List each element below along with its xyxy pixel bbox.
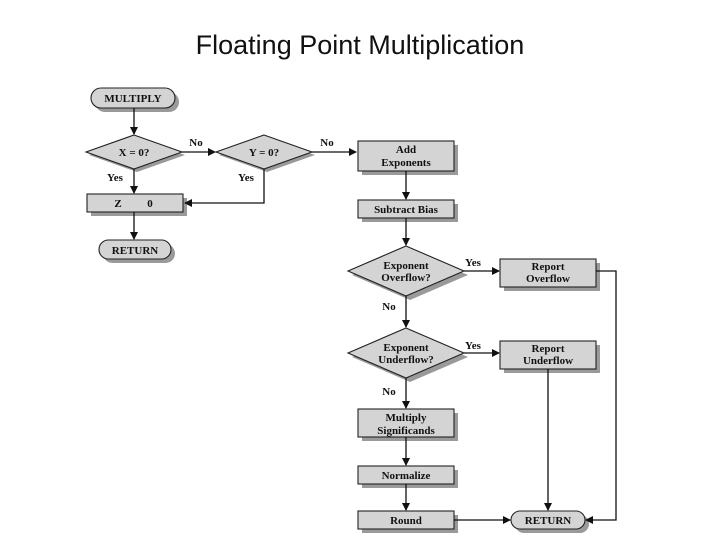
edge-label-y-no: No: [320, 137, 334, 149]
subtract-bias-box: Subtract Bias: [357, 199, 458, 222]
exponent-overflow-line-1: Exponent: [383, 260, 429, 272]
edge-label-x-yes: Yes: [107, 172, 124, 184]
report-overflow-line-2: Overflow: [526, 273, 570, 285]
add-exponents-box: Add Exponents: [357, 140, 458, 175]
normalize-box: Normalize: [357, 465, 458, 488]
add-exponents-line-1: Add: [396, 144, 416, 156]
return-left-label: RETURN: [112, 245, 159, 257]
exponent-underflow-decision: Exponent Underflow?: [346, 327, 468, 382]
report-overflow-box: Report Overflow: [499, 258, 600, 291]
edge-label-overflow-no: No: [382, 301, 396, 313]
multiply-significands-line-2: Significands: [377, 425, 435, 437]
report-underflow-box: Report Underflow: [499, 340, 600, 373]
round-box: Round: [357, 510, 458, 533]
edge-label-overflow-yes: Yes: [465, 257, 482, 269]
connectors: [130, 108, 617, 524]
report-underflow-line-1: Report: [532, 343, 565, 355]
y-zero-label: Y = 0?: [249, 147, 279, 159]
multiply-label: MULTIPLY: [104, 93, 161, 105]
edge-label-x-no: No: [189, 137, 203, 149]
multiply-significands-line-1: Multiply: [386, 412, 427, 424]
exponent-underflow-line-1: Exponent: [383, 342, 429, 354]
return-left-node: RETURN: [98, 239, 175, 263]
arrow-overflow-report-to-return: [585, 270, 617, 524]
zero-value-label: 0: [147, 198, 153, 210]
edge-labels: No No Yes Yes Yes No Yes No: [107, 137, 482, 398]
x-zero-label: X = 0?: [119, 147, 150, 159]
slide-title: Floating Point Multiplication: [195, 30, 525, 60]
multiply-significands-box: Multiply Significands: [357, 408, 458, 441]
report-underflow-line-2: Underflow: [523, 355, 573, 367]
report-overflow-line-1: Report: [532, 261, 565, 273]
return-right-label: RETURN: [525, 515, 572, 527]
arrow-y-to-z: [184, 169, 265, 207]
edge-label-underflow-yes: Yes: [465, 340, 482, 352]
exponent-underflow-line-2: Underflow?: [378, 354, 434, 366]
z-zero-box: Z 0: [86, 193, 187, 216]
round-label: Round: [390, 515, 422, 527]
exponent-overflow-line-2: Overflow?: [381, 272, 430, 284]
exponent-overflow-decision: Exponent Overflow?: [346, 245, 468, 300]
z-label: Z: [114, 198, 121, 210]
y-zero-decision: Y = 0?: [214, 134, 315, 172]
return-right-node: RETURN: [510, 510, 589, 533]
edge-label-y-yes: Yes: [238, 172, 255, 184]
normalize-label: Normalize: [382, 470, 431, 482]
x-zero-decision: X = 0?: [84, 134, 185, 172]
add-exponents-line-2: Exponents: [381, 157, 431, 169]
multiply-start-node: MULTIPLY: [90, 87, 179, 112]
subtract-bias-label: Subtract Bias: [374, 204, 439, 216]
edge-label-underflow-no: No: [382, 386, 396, 398]
